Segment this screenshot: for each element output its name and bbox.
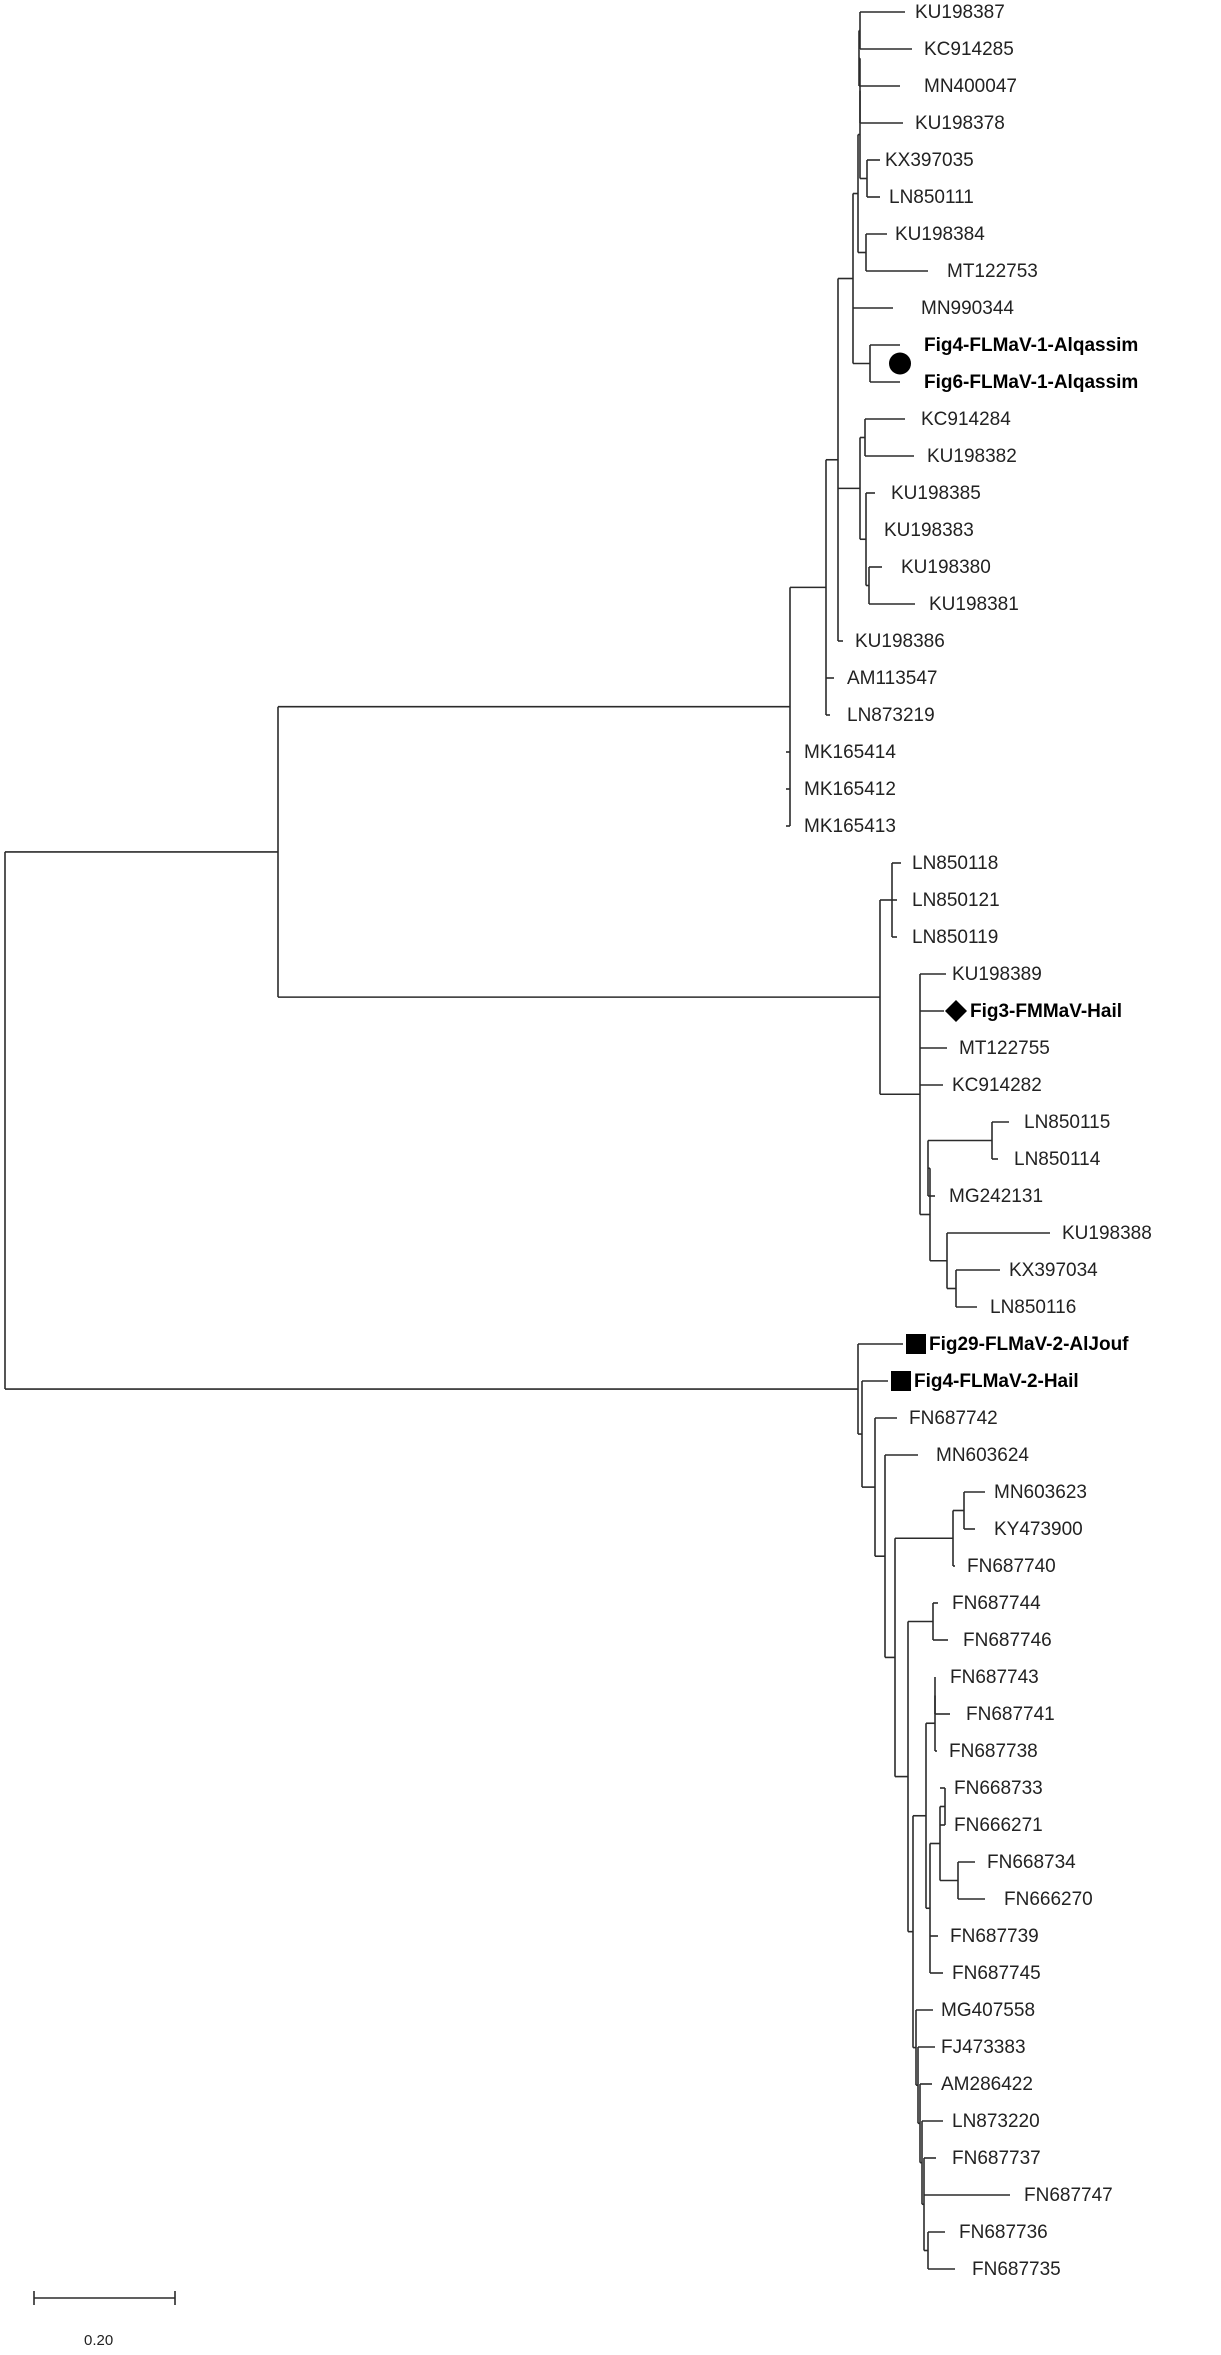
leaf-label: FN687735 [972, 2259, 1061, 2280]
leaf-label: FN687746 [963, 1630, 1052, 1651]
leaf-label: KX397035 [885, 150, 974, 171]
leaf-label: AM286422 [941, 2074, 1033, 2095]
leaf-label: FN687740 [967, 1556, 1056, 1577]
leaf-label: FN666271 [954, 1815, 1043, 1836]
leaf-label: LN850121 [912, 890, 1000, 911]
leaf-label: KU198378 [915, 113, 1005, 134]
leaf-label: MN603623 [994, 1482, 1087, 1503]
leaf-label: MG242131 [949, 1186, 1043, 1207]
leaf-label: FN687736 [959, 2222, 1048, 2243]
leaf-label: KX397034 [1009, 1260, 1098, 1281]
leaf-label: KU198382 [927, 446, 1017, 467]
leaf-label: FN668733 [954, 1778, 1043, 1799]
leaf-label: LN850114 [1014, 1149, 1101, 1170]
leaf-label: AM113547 [847, 668, 938, 689]
leaf-label: FN687747 [1024, 2185, 1113, 2206]
leaf-label: FN668734 [987, 1852, 1076, 1873]
leaf-label: FN687741 [966, 1704, 1055, 1725]
leaf-label: KC914285 [924, 39, 1014, 60]
leaf-label: FN687742 [909, 1408, 998, 1429]
leaf-label: MG407558 [941, 2000, 1035, 2021]
leaf-label: MT122753 [947, 261, 1038, 282]
leaf-label: KC914284 [921, 409, 1011, 430]
leaf-label: LN873220 [952, 2111, 1040, 2132]
leaf-label: FN666270 [1004, 1889, 1093, 1910]
leaf-label: KU198388 [1062, 1223, 1152, 1244]
tree-branches [4, 11, 1050, 2270]
square-marker-icon [891, 1371, 911, 1391]
leaf-label: KU198386 [855, 631, 945, 652]
diamond-marker-icon [945, 1000, 967, 1022]
leaf-label: MT122755 [959, 1038, 1050, 1059]
leaf-label: LN873219 [847, 705, 935, 726]
square-marker-icon [906, 1334, 926, 1354]
leaf-labels: KU198387KC914285MN400047KU198378KX397035… [804, 2, 1152, 2280]
leaf-label: KU198380 [901, 557, 991, 578]
leaf-label: FJ473383 [941, 2037, 1026, 2058]
scale-bar: 0.20 [33, 2291, 176, 2349]
scale-bar-label: 0.20 [84, 2332, 113, 2349]
leaf-label: MN990344 [921, 298, 1014, 319]
leaf-label: KU198385 [891, 483, 981, 504]
leaf-label: MK165412 [804, 779, 896, 800]
leaf-label: KU198384 [895, 224, 985, 245]
leaf-label: Fig6-FLMaV-1-Alqassim [924, 372, 1138, 393]
leaf-label: MN400047 [924, 76, 1017, 97]
leaf-label: FN687743 [950, 1667, 1039, 1688]
leaf-label: KU198389 [952, 964, 1042, 985]
leaf-label: KU198381 [929, 594, 1019, 615]
circle-marker-icon [889, 352, 911, 375]
leaf-label: LN850115 [1024, 1112, 1110, 1133]
leaf-label: FN687739 [950, 1926, 1039, 1947]
leaf-label: FN687744 [952, 1593, 1041, 1614]
leaf-label: KC914282 [952, 1075, 1042, 1096]
leaf-label: Fig4-FLMaV-2-Hail [914, 1371, 1079, 1392]
leaf-label: MK165414 [804, 742, 896, 763]
leaf-label: FN687745 [952, 1963, 1041, 1984]
leaf-label: KY473900 [994, 1519, 1083, 1540]
leaf-label: Fig3-FMMaV-Hail [970, 1001, 1122, 1022]
leaf-label: LN850119 [912, 927, 998, 948]
leaf-label: LN850111 [889, 187, 974, 208]
leaf-label: Fig29-FLMaV-2-AlJouf [929, 1334, 1129, 1355]
leaf-label: MN603624 [936, 1445, 1029, 1466]
leaf-label: FN687737 [952, 2148, 1041, 2169]
leaf-label: KU198387 [915, 2, 1005, 23]
leaf-label: KU198383 [884, 520, 974, 541]
leaf-label: FN687738 [949, 1741, 1038, 1762]
leaf-label: Fig4-FLMaV-1-Alqassim [924, 335, 1138, 356]
leaf-label: LN850118 [912, 853, 998, 874]
leaf-label: MK165413 [804, 816, 896, 837]
leaf-label: LN850116 [990, 1297, 1076, 1318]
group-markers [889, 352, 967, 1391]
